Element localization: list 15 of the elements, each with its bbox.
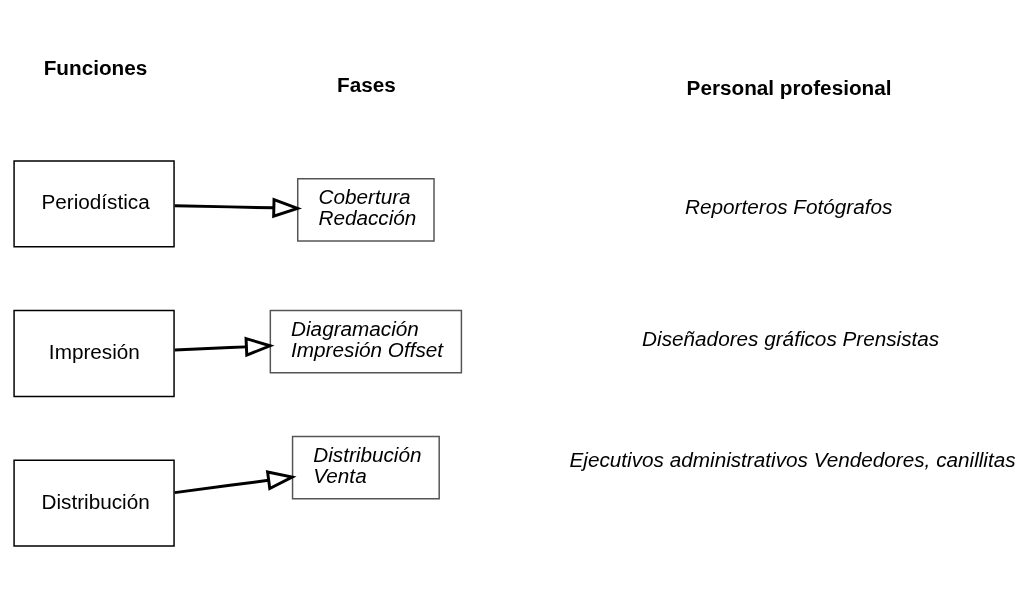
label: Diseñadores gráficos Prensistas: [642, 326, 940, 350]
label: Reporteros Fotógrafos: [685, 194, 893, 218]
label: Funciones: [43, 55, 148, 79]
arrow: [174, 336, 275, 357]
node-box: Distribución: [13, 458, 175, 547]
arrow: [174, 196, 302, 218]
node-box: Periodística: [13, 159, 175, 248]
node-box: Distribución Venta: [291, 435, 440, 499]
label: Fases: [336, 72, 396, 96]
label: Ejecutivos administrativos Vendedores, canillitas: [569, 447, 1016, 471]
arrow: [174, 469, 297, 494]
label: Personal profesional: [686, 75, 892, 99]
node-box: Impresión: [13, 309, 175, 397]
node-box: Cobertura Redacción: [297, 177, 435, 242]
node-box: Diagramación Impresión Offset: [269, 309, 463, 373]
